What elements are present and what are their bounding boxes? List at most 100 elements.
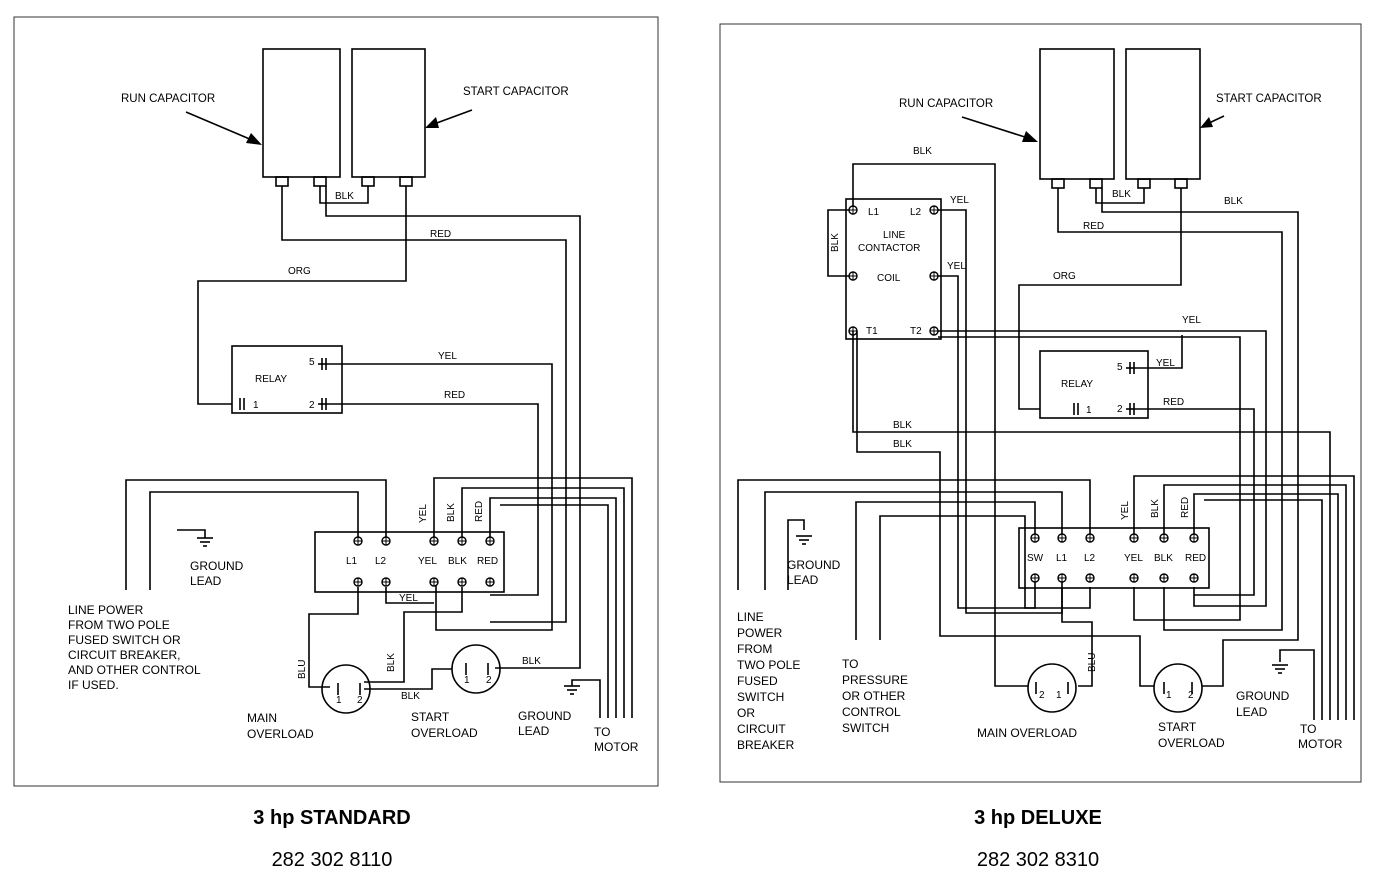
diagram-title: 3 hp DELUXE [974,807,1102,829]
to-motor-label: TO [1300,722,1316,736]
relay-terminal-label: 2 [309,400,315,411]
terminal-label: YEL [418,556,437,567]
start-overload-label: OVERLOAD [1158,736,1225,750]
relay-label: RELAY [1061,379,1093,390]
pressure-switch-label: TO [842,657,858,671]
wire-org [1018,188,1182,410]
overload-terminal-label: 1 [336,695,342,706]
pressure-switch-label: SWITCH [842,721,889,735]
wire-motor [1204,499,1323,720]
wire-blk-cap [319,186,369,204]
main-overload-label: MAIN OVERLOAD [977,726,1077,740]
wire-t2b [938,336,1241,621]
part-number: 282 302 8310 [977,849,1099,871]
run-cap-terminal [1089,178,1103,189]
line-power-label: CIRCUIT BREAKER, [68,648,180,662]
overload-terminal-label: 1 [1056,690,1062,701]
line-power-label: POWER [737,626,783,640]
wire-blk-ol [364,587,463,683]
arrow-icon [1200,117,1213,128]
terminal-label: BLK [448,556,467,567]
wire-motor-blk [1163,484,1347,720]
diagram-title: 3 hp STANDARD [253,807,410,829]
contactor-label: CONTACTOR [858,243,920,254]
start-capacitor [1125,48,1201,180]
ground-lead-label: GROUND [190,559,244,573]
overload-terminal-label: 2 [486,675,492,686]
wire-line-l2 [737,479,1091,590]
ground-lead-label: LEAD [787,573,819,587]
wire-label: BLK [1112,189,1131,200]
wire-label: YEL [418,504,429,523]
wire-label: YEL [950,195,969,206]
terminal-label: L1 [1056,553,1068,564]
to-motor-label: TO [594,725,610,739]
relay-terminal-label: 2 [1117,404,1123,415]
wire-label: RED [430,229,451,240]
wire-motor-red [489,497,617,718]
terminal-label: BLK [1154,553,1173,564]
terminal-label: YEL [1124,553,1143,564]
to-motor-label: MOTOR [1298,737,1343,751]
wire-line-l2 [125,479,387,590]
line-power-label: FUSED [737,674,778,688]
wire-cap-motor [325,186,581,669]
run-cap-pointer [961,116,1029,139]
line-power-label: BREAKER [737,738,795,752]
wire-label: YEL [1156,358,1175,369]
overload-terminal-label: 2 [357,695,363,706]
line-power-label: TWO POLE [737,658,800,672]
contactor-terminal-label: L1 [868,207,880,218]
line-contactor [845,198,942,340]
left-frame [13,16,659,787]
wire-label: RED [1083,221,1104,232]
wire-label: RED [1163,397,1184,408]
ground-wire [177,529,206,538]
wire-red [1057,188,1283,631]
wire-yel-bottom [385,587,434,604]
ground-wire [1279,649,1315,720]
wire-label: BLK [386,653,397,672]
overload-terminal-label: 1 [464,675,470,686]
run-capacitor [1039,48,1115,180]
wire-pressure-sw [879,515,1036,640]
wire-label: BLK [335,191,354,202]
wire-label: BLK [1224,196,1243,207]
line-power-label: LINE [737,610,764,624]
ground-wire [571,679,601,718]
wire-motor-blk [461,487,625,718]
start-capacitor-label: START CAPACITOR [463,86,569,98]
line-power-label: LINE POWER [68,603,144,617]
wire-red-top [281,186,567,623]
start-capacitor [351,48,426,178]
wire-blu [308,587,359,688]
to-motor-label: MOTOR [594,740,639,754]
wire-label: RED [444,390,465,401]
ground-icon [563,685,581,695]
relay-terminal-label: 1 [253,400,259,411]
start-cap-terminal [1174,178,1188,189]
wire-line-l1 [764,491,1063,590]
wire-label: ORG [1053,271,1076,282]
contactor-label: LINE [883,230,906,241]
start-cap-pointer [1208,115,1225,124]
line-power-label: IF USED. [68,678,119,692]
main-overload-label: OVERLOAD [247,727,314,741]
start-overload-label: START [1158,720,1197,734]
start-cap-terminal [399,176,413,187]
wire-line-l1 [149,491,359,590]
ground-lead-label: LEAD [1236,705,1268,719]
run-capacitor-label: RUN CAPACITOR [121,93,215,105]
wire-label: BLU [1087,653,1098,672]
ground-wire [787,519,805,590]
terminal-label: L2 [1084,553,1096,564]
wire-blk-b [856,331,1154,687]
line-power-label: OR [737,706,755,720]
wire-pressure [855,501,1036,640]
start-overload [1153,663,1203,713]
wire-label: BLU [297,660,308,679]
start-capacitor-label: START CAPACITOR [1216,93,1322,105]
wire-label: BLK [830,233,841,252]
wire-label: BLK [1150,499,1161,518]
start-cap-terminal [361,176,375,187]
